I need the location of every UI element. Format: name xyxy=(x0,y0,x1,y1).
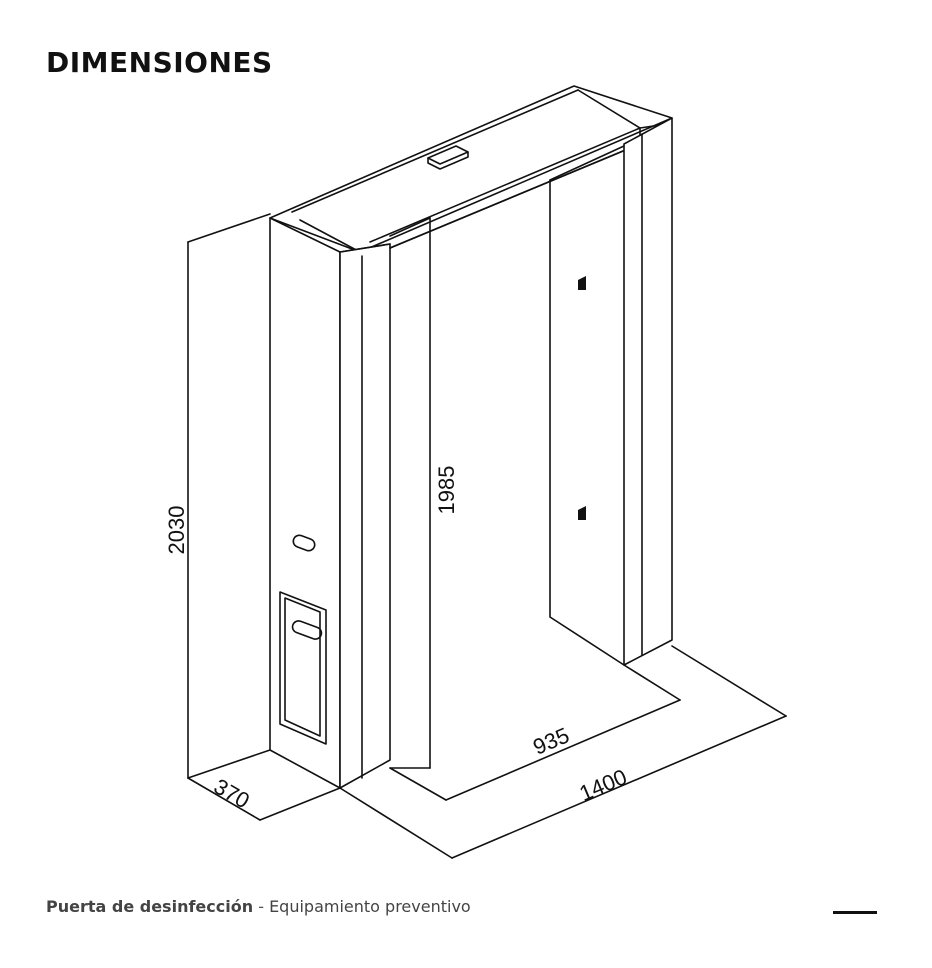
inner-width-label: 935 xyxy=(529,722,573,759)
total-height-label: 2030 xyxy=(164,506,189,555)
footer-rule xyxy=(833,911,877,914)
depth-label: 370 xyxy=(210,773,254,813)
page-title: DIMENSIONES xyxy=(46,46,273,79)
product-name: Puerta de desinfección xyxy=(46,897,254,916)
product-subtitle: Equipamiento preventivo xyxy=(269,897,471,916)
door-outline xyxy=(187,85,787,859)
footer-caption: Puerta de desinfección - Equipamiento pr… xyxy=(46,897,471,916)
inner-height-label: 1985 xyxy=(434,466,459,515)
footer-separator: - xyxy=(253,897,270,916)
total-width-label: 1400 xyxy=(576,764,631,806)
